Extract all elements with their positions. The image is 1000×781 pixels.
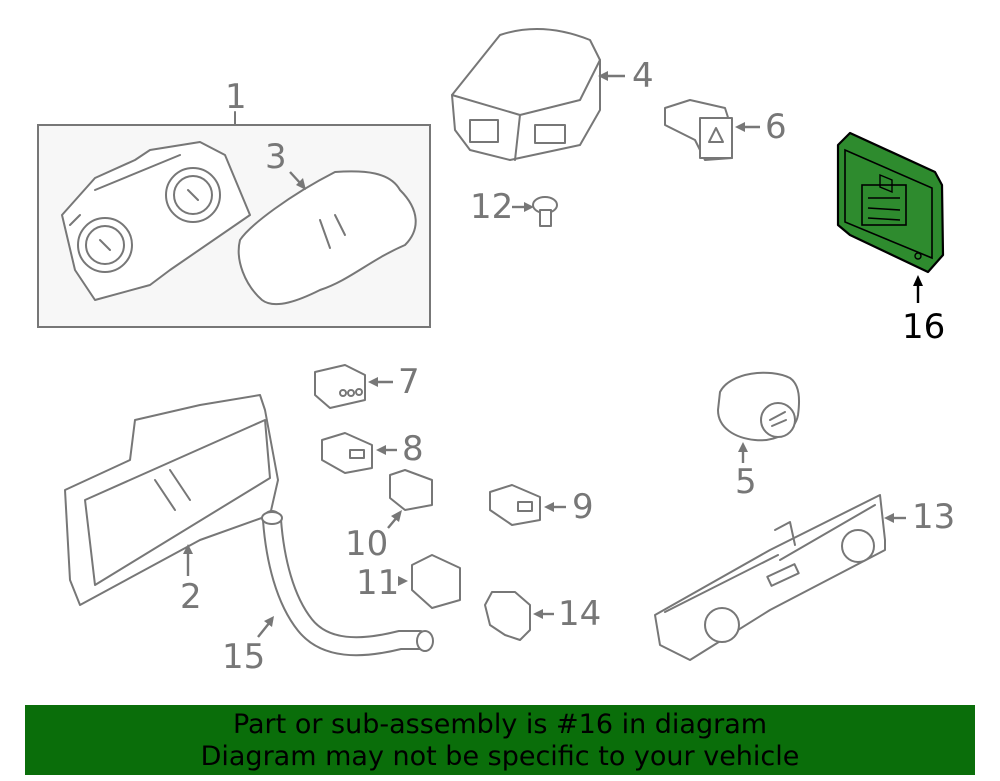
callout-7: 7 <box>398 362 420 402</box>
callout-14: 14 <box>558 594 601 634</box>
callout-4: 4 <box>632 56 654 96</box>
banner-line-2: Diagram may not be specific to your vehi… <box>200 741 800 772</box>
sensor-14-part[interactable] <box>484 591 531 641</box>
control-module-part-16[interactable] <box>836 131 945 274</box>
switch-10-part[interactable] <box>389 469 433 511</box>
clip-part[interactable] <box>532 196 558 227</box>
instrument-cluster-part[interactable] <box>61 141 251 301</box>
callout-11: 11 <box>356 563 399 603</box>
switch-11-part[interactable] <box>411 554 461 609</box>
parts-diagram: 1 3 4 6 12 <box>37 27 955 677</box>
climate-control-panel-part[interactable] <box>654 494 886 661</box>
callout-2: 2 <box>180 577 202 617</box>
hose-15-part[interactable] <box>261 510 434 657</box>
headlamp-knob-part[interactable] <box>717 371 800 442</box>
callout-1: 1 <box>225 77 247 117</box>
hazard-switch-part[interactable] <box>664 99 733 161</box>
switch-9-part[interactable] <box>489 484 541 526</box>
switch-7-part[interactable] <box>314 364 366 409</box>
cluster-lens-part[interactable] <box>237 170 417 306</box>
callout-9: 9 <box>572 487 594 527</box>
callout-5: 5 <box>735 462 757 502</box>
callout-16: 16 <box>902 307 945 347</box>
banner-line-1: Part or sub-assembly is #16 in diagram <box>232 709 768 740</box>
callout-3: 3 <box>265 137 287 177</box>
switch-8-part[interactable] <box>321 432 373 474</box>
switch-console-part[interactable] <box>451 27 601 161</box>
callout-8: 8 <box>402 429 424 469</box>
callout-13: 13 <box>912 497 955 537</box>
callout-15: 15 <box>222 637 265 677</box>
callout-10: 10 <box>345 524 388 564</box>
callout-6: 6 <box>765 107 787 147</box>
callout-12: 12 <box>470 187 513 227</box>
info-banner: Part or sub-assembly is #16 in diagram D… <box>25 705 975 775</box>
display-cluster-part[interactable] <box>64 394 279 606</box>
